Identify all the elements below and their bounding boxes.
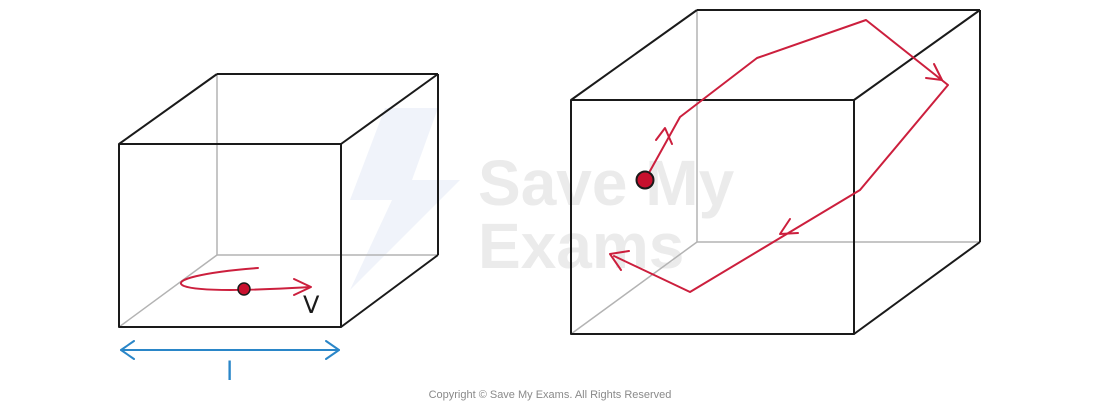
velocity-label: V	[303, 291, 320, 319]
length-dimension-arrow	[120, 340, 340, 360]
small-cube-hidden-edges	[118, 74, 438, 328]
small-cube: V	[118, 73, 439, 328]
small-cube-particle-path	[180, 267, 312, 296]
small-cube-edges	[118, 73, 439, 328]
copyright-notice: Copyright © Save My Exams. All Rights Re…	[429, 389, 672, 401]
watermark-line-1: Save My	[478, 147, 735, 219]
large-cube	[570, 9, 981, 335]
small-cube-particle	[237, 282, 251, 296]
watermark-line-2: Exams	[478, 210, 684, 282]
large-cube-particle	[635, 170, 655, 190]
watermark-logo	[350, 108, 460, 290]
large-cube-particle-path	[609, 19, 949, 293]
large-cube-hidden-edges	[570, 10, 980, 335]
large-cube-edges	[570, 9, 981, 335]
length-label: l	[226, 357, 233, 387]
